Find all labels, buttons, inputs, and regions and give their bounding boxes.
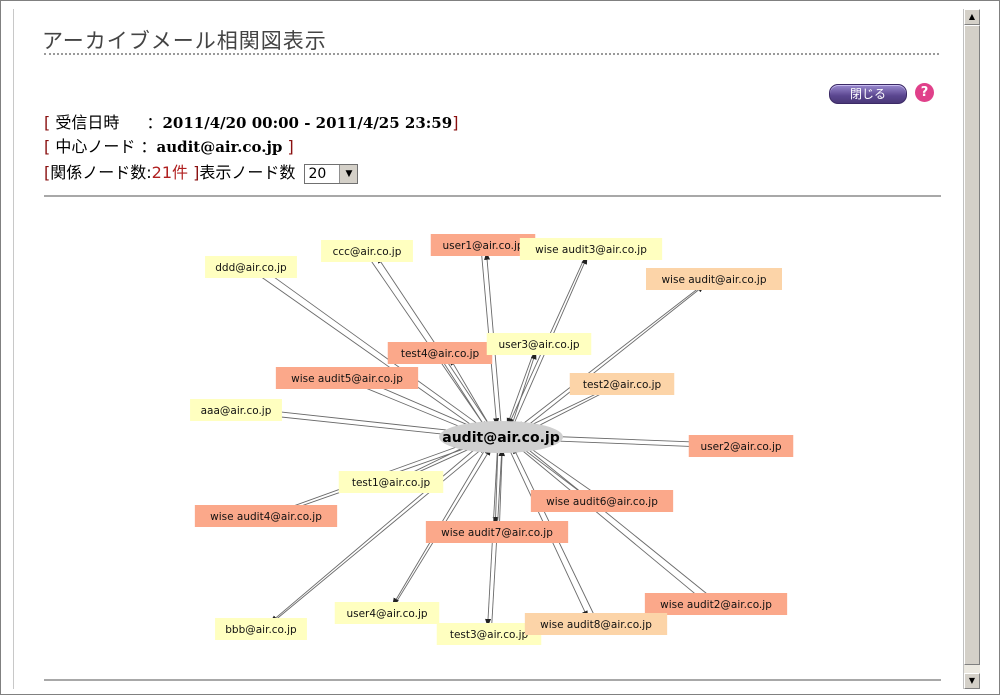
received-value: 2011/4/20 00:00 - 2011/4/25 23:59: [162, 114, 453, 132]
graph-node-box[interactable]: [321, 240, 413, 262]
graph-node-box[interactable]: [430, 234, 536, 256]
graph-node-label[interactable]: wise audit8@air.co.jp: [540, 619, 652, 631]
graph-node-label[interactable]: wise audit@air.co.jp: [661, 274, 766, 286]
graph-node-label[interactable]: test1@air.co.jp: [352, 477, 431, 489]
close-button[interactable]: 閉じる: [829, 84, 907, 104]
graph-node-label[interactable]: ccc@air.co.jp: [333, 246, 402, 258]
graph-node-label[interactable]: user2@air.co.jp: [700, 441, 781, 453]
node-count-line: [関係ノード数:21件 ]表示ノード数 20 ▼: [44, 159, 359, 184]
scroll-up-icon[interactable]: ▲: [964, 9, 980, 25]
center-node-line: [ 中心ノード ：audit@air.co.jp ]: [44, 137, 294, 156]
help-icon[interactable]: ?: [915, 83, 934, 102]
edge-to-node: [519, 284, 705, 432]
correlation-graph: ddd@air.co.jp ccc@air.co.jp user1@air.co.j…: [190, 234, 794, 645]
graph-node-box[interactable]: [338, 471, 444, 493]
edge-to-node: [449, 357, 491, 427]
section-divider-top: [44, 195, 941, 197]
center-node-value: audit@air.co.jp: [156, 138, 283, 156]
received-date-line: [ 受信日時 ：2011/4/20 00:00 - 2011/4/25 23:5…: [44, 113, 459, 132]
graph-node-label[interactable]: wise audit5@air.co.jp: [291, 373, 403, 385]
edge-to-center: [518, 441, 718, 603]
graph-node-box[interactable]: [190, 399, 282, 421]
graph-node-label[interactable]: wise audit3@air.co.jp: [535, 244, 647, 256]
center-node-label-graph[interactable]: audit@air.co.jp: [442, 430, 559, 446]
graph-node-label[interactable]: aaa@air.co.jp: [201, 405, 272, 417]
display-nodes-value: 20: [308, 165, 327, 182]
graph-node-box[interactable]: [215, 618, 307, 640]
title-divider: [44, 53, 939, 55]
edge-to-node: [518, 444, 590, 500]
graph-node-label[interactable]: user1@air.co.jp: [442, 240, 523, 252]
graph-node-box[interactable]: [436, 623, 542, 645]
center-node-ellipse[interactable]: [439, 421, 563, 453]
graph-node-label[interactable]: bbb@air.co.jp: [225, 624, 297, 636]
graph-node-box[interactable]: [275, 367, 419, 389]
graph-center: audit@air.co.jp: [439, 421, 563, 453]
related-nodes-label: 関係ノード数:: [50, 163, 152, 182]
graph-node-label[interactable]: user4@air.co.jp: [346, 608, 427, 620]
scroll-thumb[interactable]: [964, 25, 980, 665]
section-divider-bottom: [44, 679, 941, 681]
graph-node-label[interactable]: wise audit4@air.co.jp: [210, 511, 322, 523]
graph-node-label[interactable]: test3@air.co.jp: [450, 629, 529, 641]
edge-to-node: [249, 406, 480, 435]
graph-node-box[interactable]: [688, 435, 794, 457]
graph-node-box[interactable]: [334, 602, 440, 624]
graph-node-box[interactable]: [486, 333, 592, 355]
graph-node-box[interactable]: [644, 593, 788, 615]
edge-to-node: [510, 351, 537, 427]
graph-node-box[interactable]: [425, 521, 569, 543]
edge-to-node: [516, 445, 705, 602]
page-content: アーカイブメール相関図表示 閉じる ? [ 受信日時 ：2011/4/20 00…: [13, 9, 964, 689]
edge-to-node: [376, 255, 491, 427]
graph-node-box[interactable]: [569, 373, 675, 395]
graph-node-label[interactable]: wise audit6@air.co.jp: [546, 496, 658, 508]
graph-node-box[interactable]: [387, 342, 493, 364]
page-title: アーカイブメール相関図表示: [42, 29, 327, 53]
graph-node-box[interactable]: [205, 256, 297, 278]
scroll-down-icon[interactable]: ▼: [964, 673, 980, 689]
graph-node-box[interactable]: [519, 238, 663, 260]
related-nodes-count: 21件: [151, 163, 189, 182]
chevron-down-icon[interactable]: ▼: [339, 164, 358, 183]
received-separator: ：: [146, 113, 163, 132]
edge-to-center: [516, 276, 713, 429]
edge-to-center: [506, 343, 538, 426]
graph-node-box[interactable]: [530, 490, 674, 512]
graph-node-label[interactable]: test2@air.co.jp: [583, 379, 662, 391]
graph-node-box[interactable]: [646, 268, 782, 290]
center-node-separator: ：: [140, 137, 157, 156]
graph-node-label[interactable]: test4@air.co.jp: [401, 348, 480, 360]
edge-to-center: [249, 268, 483, 433]
received-label: 受信日時: [55, 113, 120, 132]
edge-to-center: [262, 445, 486, 632]
edge-to-node: [263, 269, 485, 429]
graph-node-box[interactable]: [524, 613, 668, 635]
graph-node-label[interactable]: wise audit2@air.co.jp: [660, 599, 772, 611]
edge-to-node: [269, 442, 483, 623]
edge-to-node: [492, 448, 499, 525]
vertical-scrollbar[interactable]: ▲ ▼: [963, 9, 980, 689]
graph-node-label[interactable]: ddd@air.co.jp: [215, 262, 287, 274]
edge-to-center: [498, 448, 506, 533]
edge-to-center: [364, 252, 487, 430]
graph-node-box[interactable]: [194, 505, 338, 527]
graph-node-label[interactable]: user3@air.co.jp: [498, 339, 579, 351]
edge-to-center: [519, 440, 604, 500]
graph-nodes: ddd@air.co.jp ccc@air.co.jp user1@air.co.j…: [190, 234, 794, 645]
center-node-label: 中心ノード: [55, 137, 136, 156]
display-nodes-select[interactable]: 20 ▼: [304, 163, 359, 184]
display-nodes-label: 表示ノード数: [199, 163, 296, 182]
edge-to-center: [437, 354, 487, 430]
graph-node-label[interactable]: wise audit7@air.co.jp: [441, 527, 553, 539]
